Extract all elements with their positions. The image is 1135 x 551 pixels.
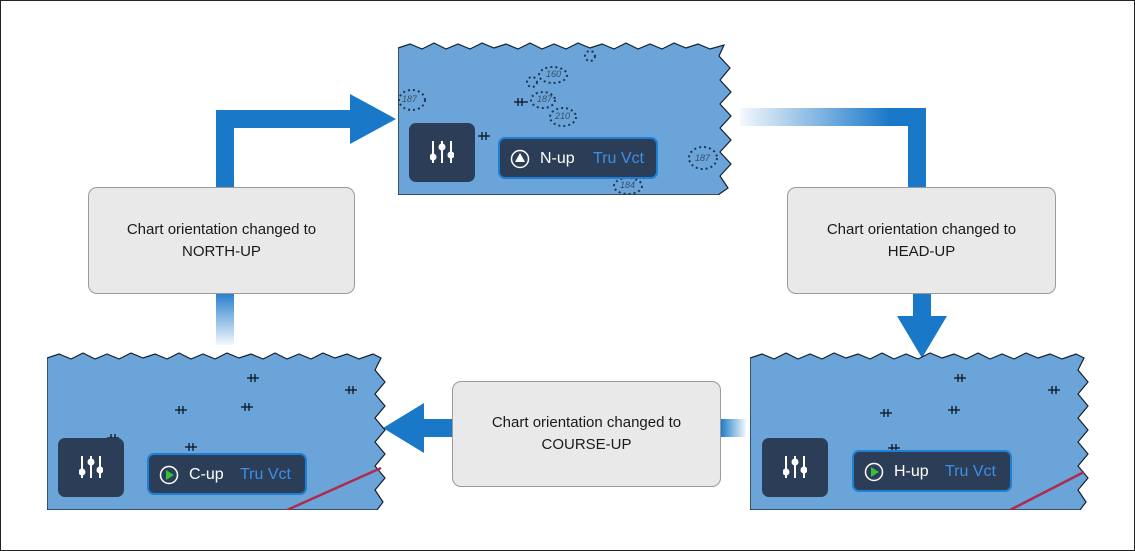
settings-button[interactable]: [762, 438, 828, 497]
wreck-symbol: [880, 409, 892, 417]
north-arrow-icon: [510, 149, 530, 169]
depth-label: 187: [537, 94, 553, 104]
orientation-mode-label: N-up: [540, 150, 575, 167]
chart-panel-head-up[interactable]: H-up Tru Vct: [750, 350, 1090, 510]
callout-head-up-line1: Chart orientation changed to: [826, 220, 1017, 238]
depth-label: 210: [554, 111, 570, 121]
wreck-symbol: [247, 374, 259, 382]
wreck-symbol: [954, 374, 966, 382]
callout-north-up: Chart orientation changed to NORTH-UP: [88, 187, 355, 294]
vector-mode-label: Tru Vct: [593, 150, 644, 167]
depth-label: 184: [620, 180, 635, 190]
callout-head-up-line2: HEAD-UP: [887, 242, 956, 260]
settings-button[interactable]: [58, 438, 124, 497]
wreck-symbol: [514, 98, 528, 106]
callout-course-up-line2: COURSE-UP: [541, 436, 632, 453]
callout-head-up: Chart orientation changed to HEAD-UP: [787, 187, 1056, 294]
depth-contour: [584, 50, 596, 62]
wreck-symbol: [345, 386, 357, 394]
depth-contour: [398, 89, 426, 111]
callout-course-up-line1: Chart orientation changed to: [491, 414, 682, 431]
track-line: [286, 466, 382, 510]
callout-north-up-line1: Chart orientation changed to: [126, 220, 317, 238]
arrow-to-course-up: [383, 403, 746, 453]
wreck-symbol: [948, 406, 960, 414]
play-triangle-icon: [864, 462, 884, 482]
chart-panel-north-up[interactable]: 160 187 187 210 187 184 N-up Tru Vct: [398, 40, 741, 195]
depth-contour: [549, 107, 577, 127]
vector-mode-label: Tru Vct: [945, 463, 996, 480]
callout-north-up-line2: NORTH-UP: [182, 242, 261, 260]
orientation-mode-label: H-up: [894, 463, 929, 480]
depth-contour: [688, 146, 718, 170]
orientation-mode-pill[interactable]: C-up Tru Vct: [147, 453, 307, 495]
vector-mode-label: Tru Vct: [240, 466, 291, 483]
track-line: [1009, 470, 1085, 510]
play-triangle-icon: [159, 465, 179, 485]
settings-sliders-icon: [79, 456, 103, 478]
wreck-symbol: [185, 443, 197, 451]
wreck-symbol: [478, 132, 490, 140]
settings-sliders-icon: [783, 456, 807, 478]
arrow-to-head-up: [740, 108, 947, 358]
depth-label: 187: [695, 153, 711, 163]
wreck-symbol: [175, 406, 187, 414]
depth-contour: [526, 76, 538, 88]
orientation-mode-pill[interactable]: N-up Tru Vct: [498, 137, 658, 179]
chart-panel-course-up[interactable]: C-up Tru Vct: [47, 350, 387, 510]
depth-contour: [530, 91, 556, 109]
settings-sliders-icon: [430, 141, 454, 163]
wreck-symbol: [241, 403, 253, 411]
depth-contour: [613, 177, 643, 195]
depth-label: 160: [546, 69, 561, 79]
orientation-mode-pill[interactable]: H-up Tru Vct: [852, 450, 1012, 492]
callout-course-up: Chart orientation changed to COURSE-UP: [452, 381, 721, 487]
wreck-symbol: [1048, 386, 1060, 394]
depth-label: 187: [402, 94, 418, 104]
orientation-mode-label: C-up: [189, 466, 224, 483]
settings-button[interactable]: [409, 123, 475, 182]
depth-contour: [538, 66, 568, 84]
